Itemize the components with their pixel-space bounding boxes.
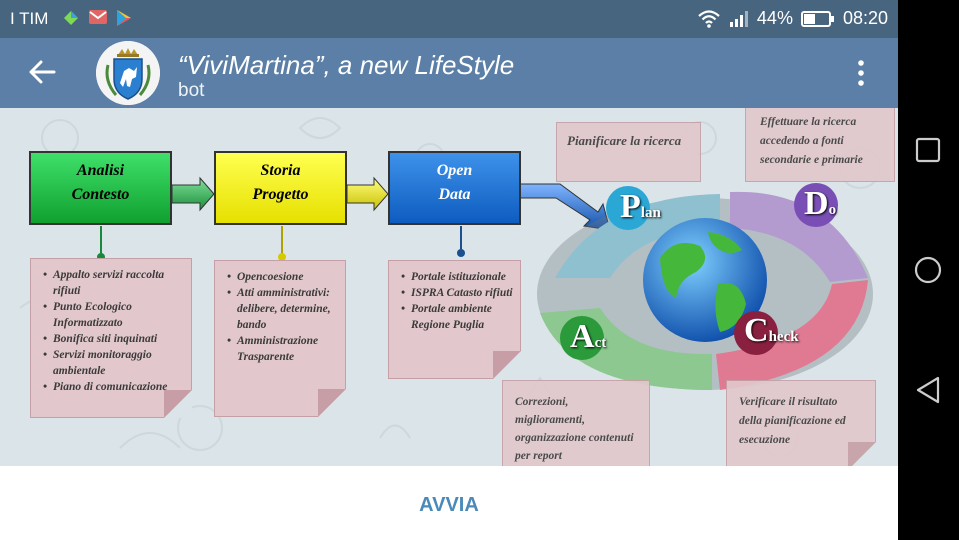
phone-screen: I TIM 44% 08:20 “ViviMa	[0, 0, 898, 540]
check-bubble	[734, 311, 778, 355]
chat-content-area: Analisi Contesto Storia Progetto Open Da…	[0, 108, 898, 466]
square-icon	[915, 137, 941, 163]
plan-arc	[555, 194, 720, 278]
home-button[interactable]	[910, 252, 946, 288]
plan-bubble	[606, 186, 650, 230]
note-do: Effettuare la ricerca accedendo a fonti …	[745, 108, 895, 182]
android-nav-bar	[898, 0, 959, 540]
box-open-data: Open Data	[388, 151, 521, 225]
status-right: 44% 08:20	[697, 8, 888, 29]
arrow-opendata-plan	[519, 183, 611, 231]
play-store-icon	[117, 10, 131, 26]
pdca-diagram: Analisi Contesto Storia Progetto Open Da…	[0, 108, 898, 466]
app-notification-icon	[64, 11, 78, 25]
back-button[interactable]	[910, 372, 946, 408]
check-label: Check	[744, 312, 799, 349]
bot-avatar[interactable]	[96, 41, 160, 105]
back-arrow-icon[interactable]	[28, 58, 56, 86]
clock: 08:20	[842, 8, 888, 28]
pdca-cycle	[537, 183, 873, 390]
battery-percent: 44%	[756, 8, 793, 28]
circle-icon	[914, 256, 942, 284]
chat-title: “ViviMartina”, a new LifeStyle	[178, 50, 515, 80]
status-bar: I TIM 44% 08:20	[0, 0, 898, 38]
note-storia: Opencoesione Atti amministrativi: delibe…	[214, 260, 346, 417]
triangle-back-icon	[916, 376, 940, 404]
gmail-icon	[89, 10, 107, 24]
carrier-name: I TIM	[10, 9, 49, 28]
note-act: Correzioni, miglioramenti, organizzazion…	[502, 380, 650, 466]
act-bubble	[560, 316, 604, 360]
arrow-analisi-storia	[171, 176, 215, 212]
box-storia-progetto: Storia Progetto	[214, 151, 347, 225]
avvia-button[interactable]: AVVIA	[419, 494, 479, 516]
check-arc	[716, 280, 868, 390]
act-label: Act	[570, 318, 607, 355]
box-analisi-contesto: Analisi Contesto	[29, 151, 172, 225]
note-opendata: Portale istituzionale ISPRA Catasto rifi…	[388, 260, 521, 379]
do-bubble	[794, 183, 838, 227]
arrow-storia-opendata	[346, 176, 389, 212]
chat-app-bar: “ViviMartina”, a new LifeStyle bot	[0, 38, 898, 108]
plan-label: Plan	[620, 188, 661, 225]
do-label: Do	[804, 185, 837, 222]
do-arc	[730, 191, 868, 282]
note-plan: Pianificare la ricerca	[556, 122, 701, 182]
recents-button[interactable]	[910, 132, 946, 168]
signal-icon	[729, 10, 748, 27]
notification-icons	[62, 9, 132, 27]
inline-keyboard: AVVIA	[0, 466, 898, 540]
flow-arrows	[97, 176, 611, 261]
more-vert-icon[interactable]	[852, 58, 870, 88]
coat-of-arms-icon	[96, 41, 160, 105]
wifi-icon	[698, 9, 720, 28]
chat-subtitle: bot	[178, 80, 205, 101]
note-check: Verificare il risultato della pianificaz…	[726, 380, 876, 466]
note-analisi: Appalto servizi raccolta rifiuti Punto E…	[30, 258, 192, 418]
battery-icon	[800, 10, 834, 27]
